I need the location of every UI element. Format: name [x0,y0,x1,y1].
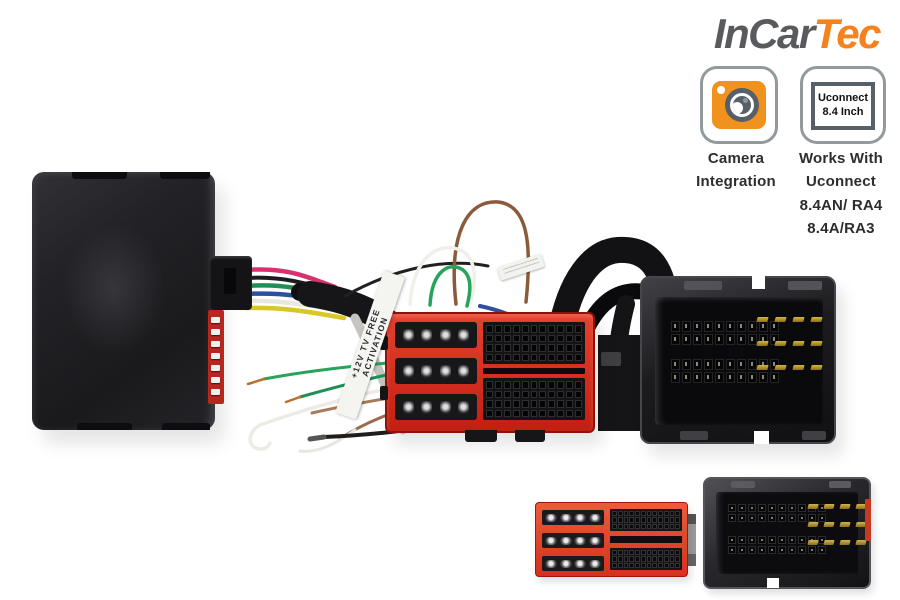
display-icon: Uconnect 8.4 Inch [811,82,875,130]
red-connector-pin-bank [483,322,585,364]
thumbnail-red-edge [865,499,871,541]
red-connector-pin-row [395,358,477,384]
brand-logo-accent: Tec [813,10,882,57]
red-connector-pin-bank [483,378,585,420]
black-connector-top-notch [752,276,765,289]
module-wire-socket [210,256,252,310]
thumbnail-red-side-piece [688,514,696,566]
camera-lens-pupil [733,96,751,114]
black-connector-cavity [655,297,823,425]
black-connector-gold-pins [756,317,823,370]
connector-side-housing [598,335,644,431]
camera-feature-badge [700,66,778,144]
module-socket-clip [224,268,236,294]
module-clip-bottom-left [77,423,132,430]
interface-module-box [32,172,215,430]
black-connector-pin-bank [671,359,779,383]
camera-lens-ring [725,88,759,122]
camera-caption: Camera Integration [696,150,776,191]
uconnect-caption: Works With Uconnect 8.4AN/ RA4 8.4A/RA3 [798,150,884,237]
red-quadlock-connector [380,312,595,442]
brand-logo-primary: InCar [713,10,815,57]
black-connector-bottom-notch [754,431,769,444]
uconnect-screen-text: Uconnect 8.4 Inch [817,92,869,118]
black-quadlock-connector [640,276,836,444]
module-clip-top-left [72,172,127,179]
module-clip-top-right [160,172,210,179]
brand-logo: InCarTec [713,10,882,58]
uconnect-feature-badge: Uconnect 8.4 Inch [800,66,886,144]
thumbnail-red-connector [535,502,688,577]
connector-side-clip [601,352,621,366]
red-connector-pin-row [395,322,477,348]
red-connector-key-slot [483,368,585,374]
thumbnail-black-connector [703,477,871,589]
module-clip-bottom-right [162,423,210,430]
red-connector-pin-row [395,394,477,420]
camera-icon [712,81,766,129]
camera-flash-dot [717,86,725,94]
black-connector-pin-bank [671,321,779,345]
dip-switch-block [208,310,224,404]
